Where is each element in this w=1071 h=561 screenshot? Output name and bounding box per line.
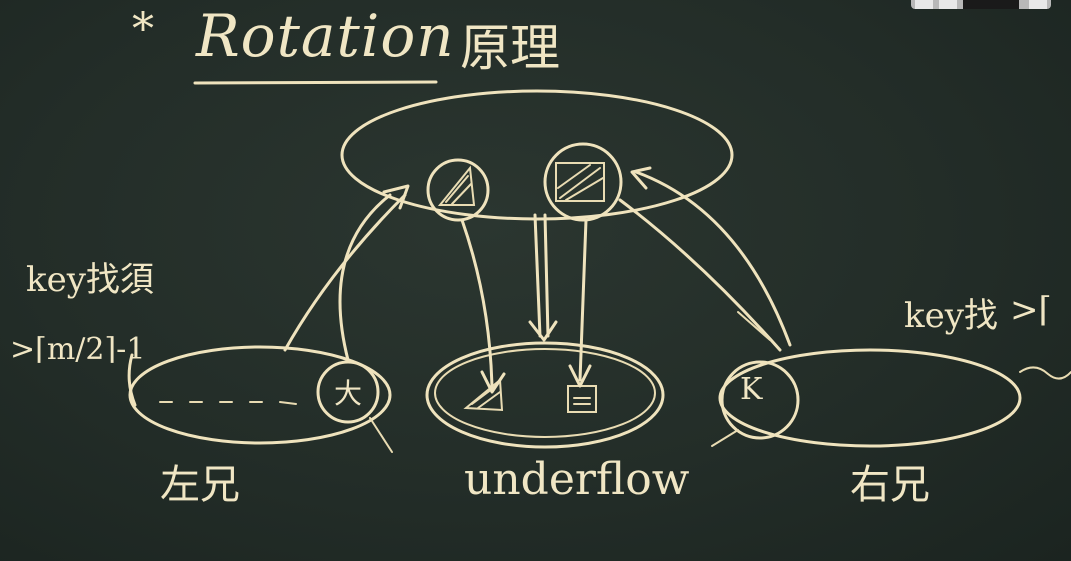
arrow-right-to-parent	[618, 198, 782, 352]
video-player-controls[interactable]	[911, 0, 1051, 9]
square-key-icon	[567, 385, 597, 413]
underflow-node	[425, 341, 665, 449]
left-sibling-key-text: 大	[334, 377, 363, 410]
timeline-bar[interactable]	[963, 0, 1019, 9]
square-key-icon	[555, 162, 605, 202]
arrow-parent-to-underflow	[460, 218, 494, 390]
settings-icon[interactable]	[915, 0, 933, 9]
arrow-square-down	[533, 213, 542, 338]
star-mark: *	[132, 4, 154, 55]
left-sibling-node	[128, 345, 392, 445]
label-underflow: underflow	[464, 454, 690, 505]
right-sibling-min-key	[720, 360, 800, 440]
title-zh: 原理	[460, 19, 560, 77]
min-keys-formula: >⌈m/2⌉-1	[10, 332, 146, 367]
right-sibling-key-text: K	[740, 372, 763, 407]
parent-key-left-circle	[426, 158, 490, 222]
right-sibling-node	[718, 348, 1022, 448]
forward-icon[interactable]	[1029, 0, 1047, 9]
title: Rotation	[196, 2, 455, 70]
label-right-sibling: 右兄	[850, 462, 930, 508]
ellipsis-dots	[159, 401, 297, 405]
parent-key-right-circle	[543, 142, 623, 222]
arrow-left-to-parent	[283, 193, 407, 352]
title-underline	[193, 80, 438, 85]
triangle-key-icon	[437, 165, 476, 206]
parent-node	[340, 89, 734, 221]
key-condition-left: key找須	[26, 260, 154, 300]
key-condition-right: key找	[904, 296, 998, 336]
min-keys-formula-right: >⌈	[1010, 290, 1052, 330]
left-sibling-max-key	[316, 360, 380, 424]
label-left-sibling: 左兄	[160, 462, 240, 508]
rewind-icon[interactable]	[939, 0, 957, 9]
